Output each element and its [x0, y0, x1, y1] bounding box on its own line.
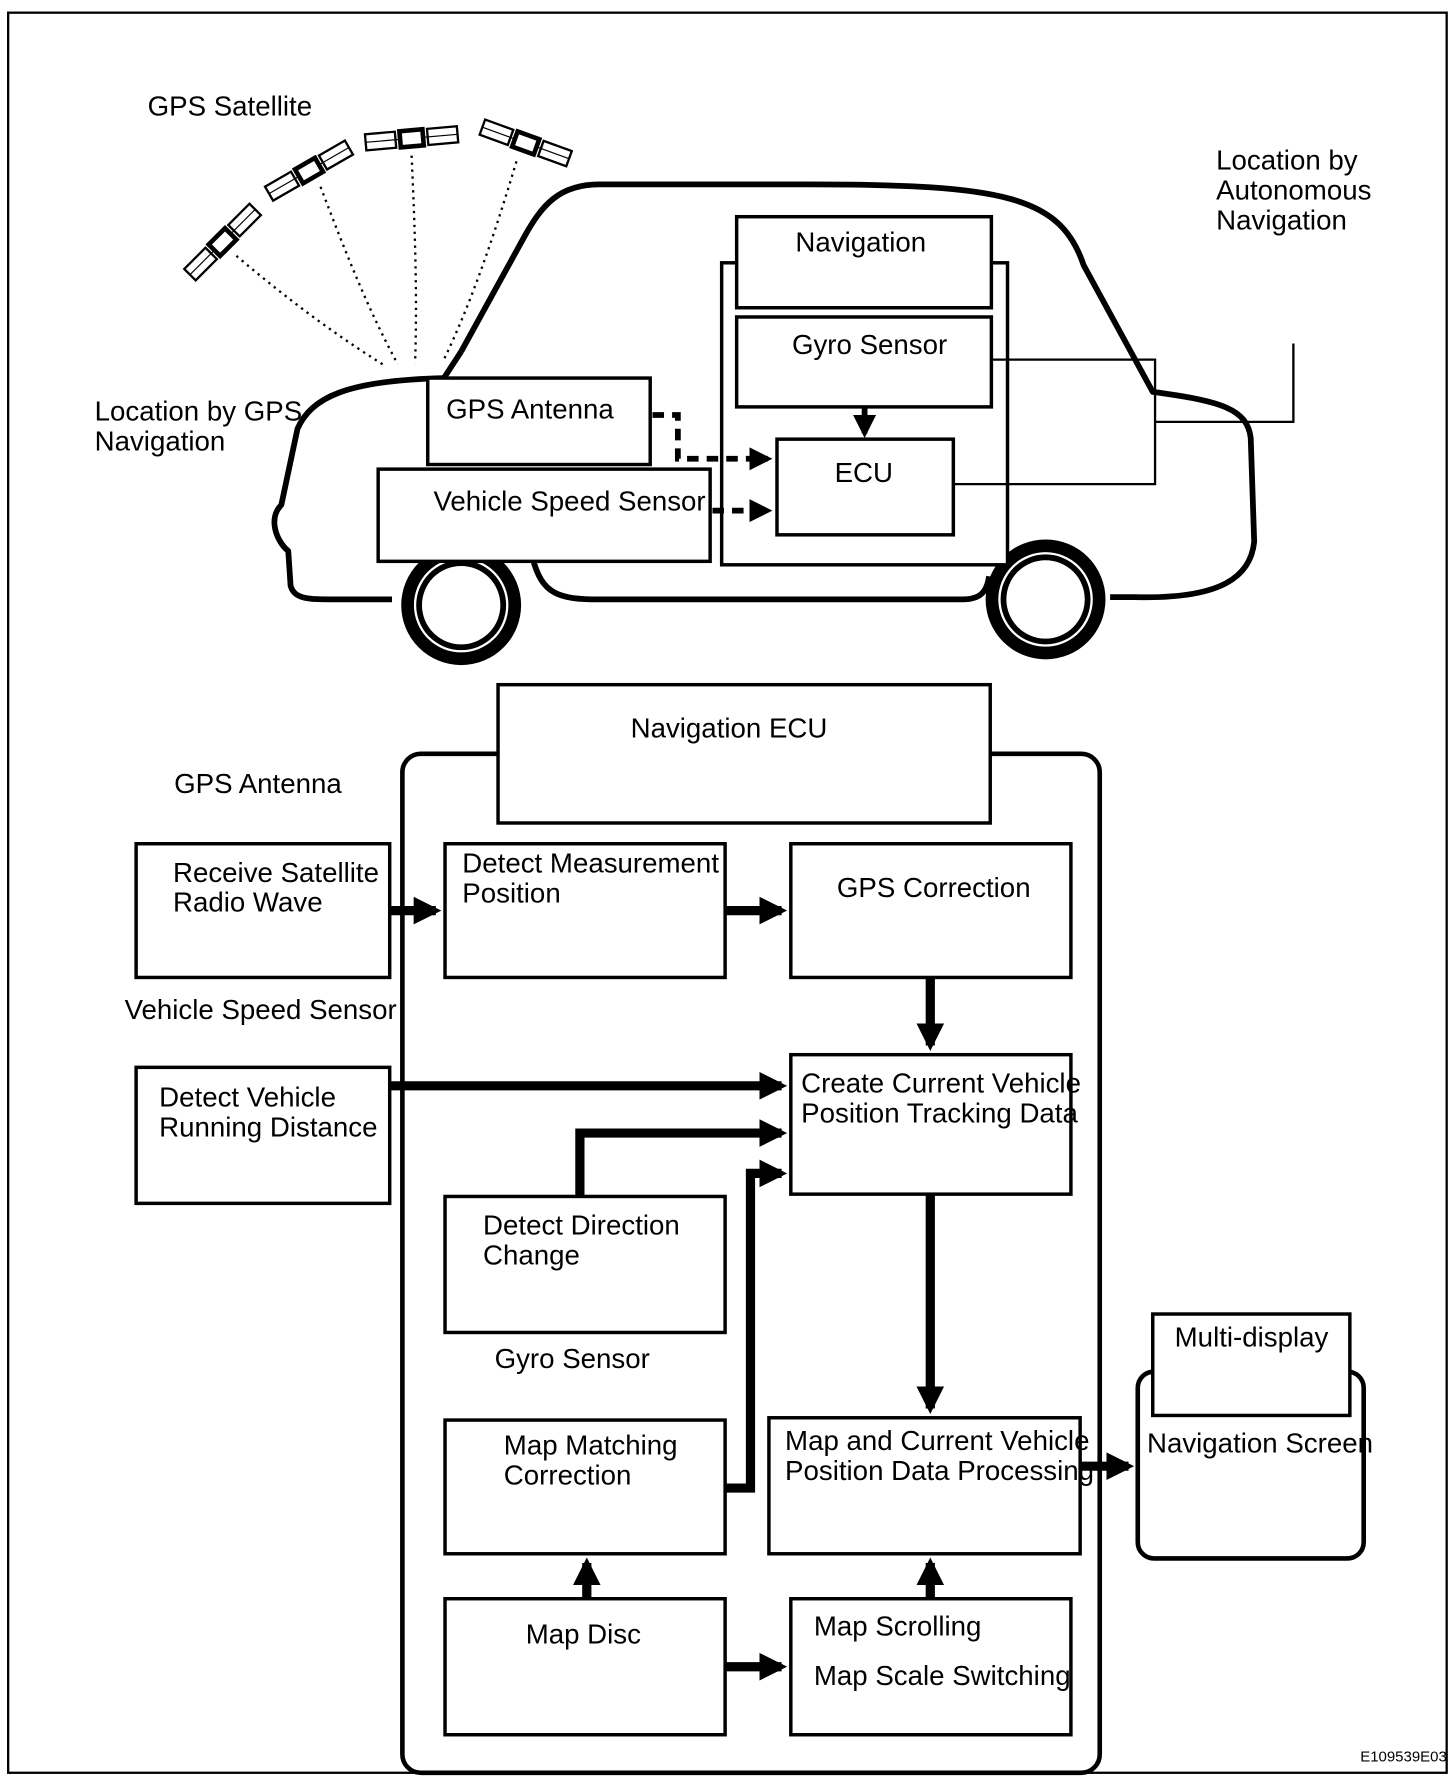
- location-gps-label: Location by GPS Navigation: [95, 396, 310, 457]
- gps-correction-box: GPS Correction: [789, 842, 1073, 980]
- svg-text:GPS Correction: GPS Correction: [837, 872, 1031, 903]
- flow-arrows: [389, 896, 1135, 1681]
- autonomous-connector: [953, 343, 1295, 486]
- navigation-ecu-header: Navigation ECU: [496, 682, 992, 825]
- car-body-outline: [271, 181, 1258, 603]
- map-scrolling-box: Map Scrolling Map Scale Switching: [789, 1596, 1073, 1737]
- map-disc-box: Map Disc: [443, 1596, 727, 1737]
- satellite-icon: [182, 202, 263, 282]
- satellites: [182, 118, 574, 282]
- gps-satellite-label: GPS Satellite: [148, 90, 312, 121]
- navigation-box: Navigation: [734, 214, 994, 310]
- gyro-sensor-box: Gyro Sensor: [734, 315, 994, 409]
- gps-antenna-caption: GPS Antenna: [174, 768, 342, 799]
- satellite-icon: [363, 125, 460, 152]
- svg-text:Vehicle Speed Sensor: Vehicle Speed Sensor: [433, 486, 705, 517]
- wheel-rear: [401, 545, 522, 666]
- multi-display-box: Multi-display: [1151, 1312, 1352, 1418]
- vehicle-speed-sensor-box: Vehicle Speed Sensor: [376, 467, 712, 564]
- gyro-sensor-caption: Gyro Sensor: [495, 1343, 650, 1374]
- svg-text:Navigation ECU: Navigation ECU: [631, 713, 828, 744]
- satellite-icon: [478, 118, 574, 168]
- vehicle-speed-sensor-caption: Vehicle Speed Sensor: [125, 994, 397, 1025]
- svg-text:ECU: ECU: [835, 457, 893, 488]
- svg-text:Multi-display: Multi-display: [1175, 1321, 1329, 1352]
- svg-text:Map Disc: Map Disc: [526, 1619, 641, 1650]
- gps-antenna-box: GPS Antenna: [426, 376, 652, 467]
- svg-text:Map Scrolling: Map Scrolling: [814, 1611, 982, 1642]
- svg-text:Map Scale Switching: Map Scale Switching: [814, 1660, 1071, 1691]
- wheel-front: [985, 539, 1106, 660]
- navigation-screen-box: Navigation Screen: [1135, 1369, 1373, 1561]
- location-autonomous-label: Location by Autonomous Navigation: [1216, 144, 1379, 235]
- svg-text:Gyro Sensor: Gyro Sensor: [792, 329, 947, 360]
- gps-antenna-to-ecu-arrow: [652, 412, 773, 471]
- ecu-box: ECU: [775, 437, 956, 537]
- arrow-matching-to-create: [725, 1159, 788, 1493]
- svg-text:Navigation Screen: Navigation Screen: [1147, 1427, 1373, 1458]
- satellite-icon: [263, 138, 355, 203]
- svg-text:Navigation: Navigation: [795, 226, 926, 257]
- svg-text:GPS Antenna: GPS Antenna: [446, 393, 614, 424]
- figure-id: E109539E03: [1360, 1748, 1447, 1765]
- arrow-direction-to-create: [575, 1119, 788, 1197]
